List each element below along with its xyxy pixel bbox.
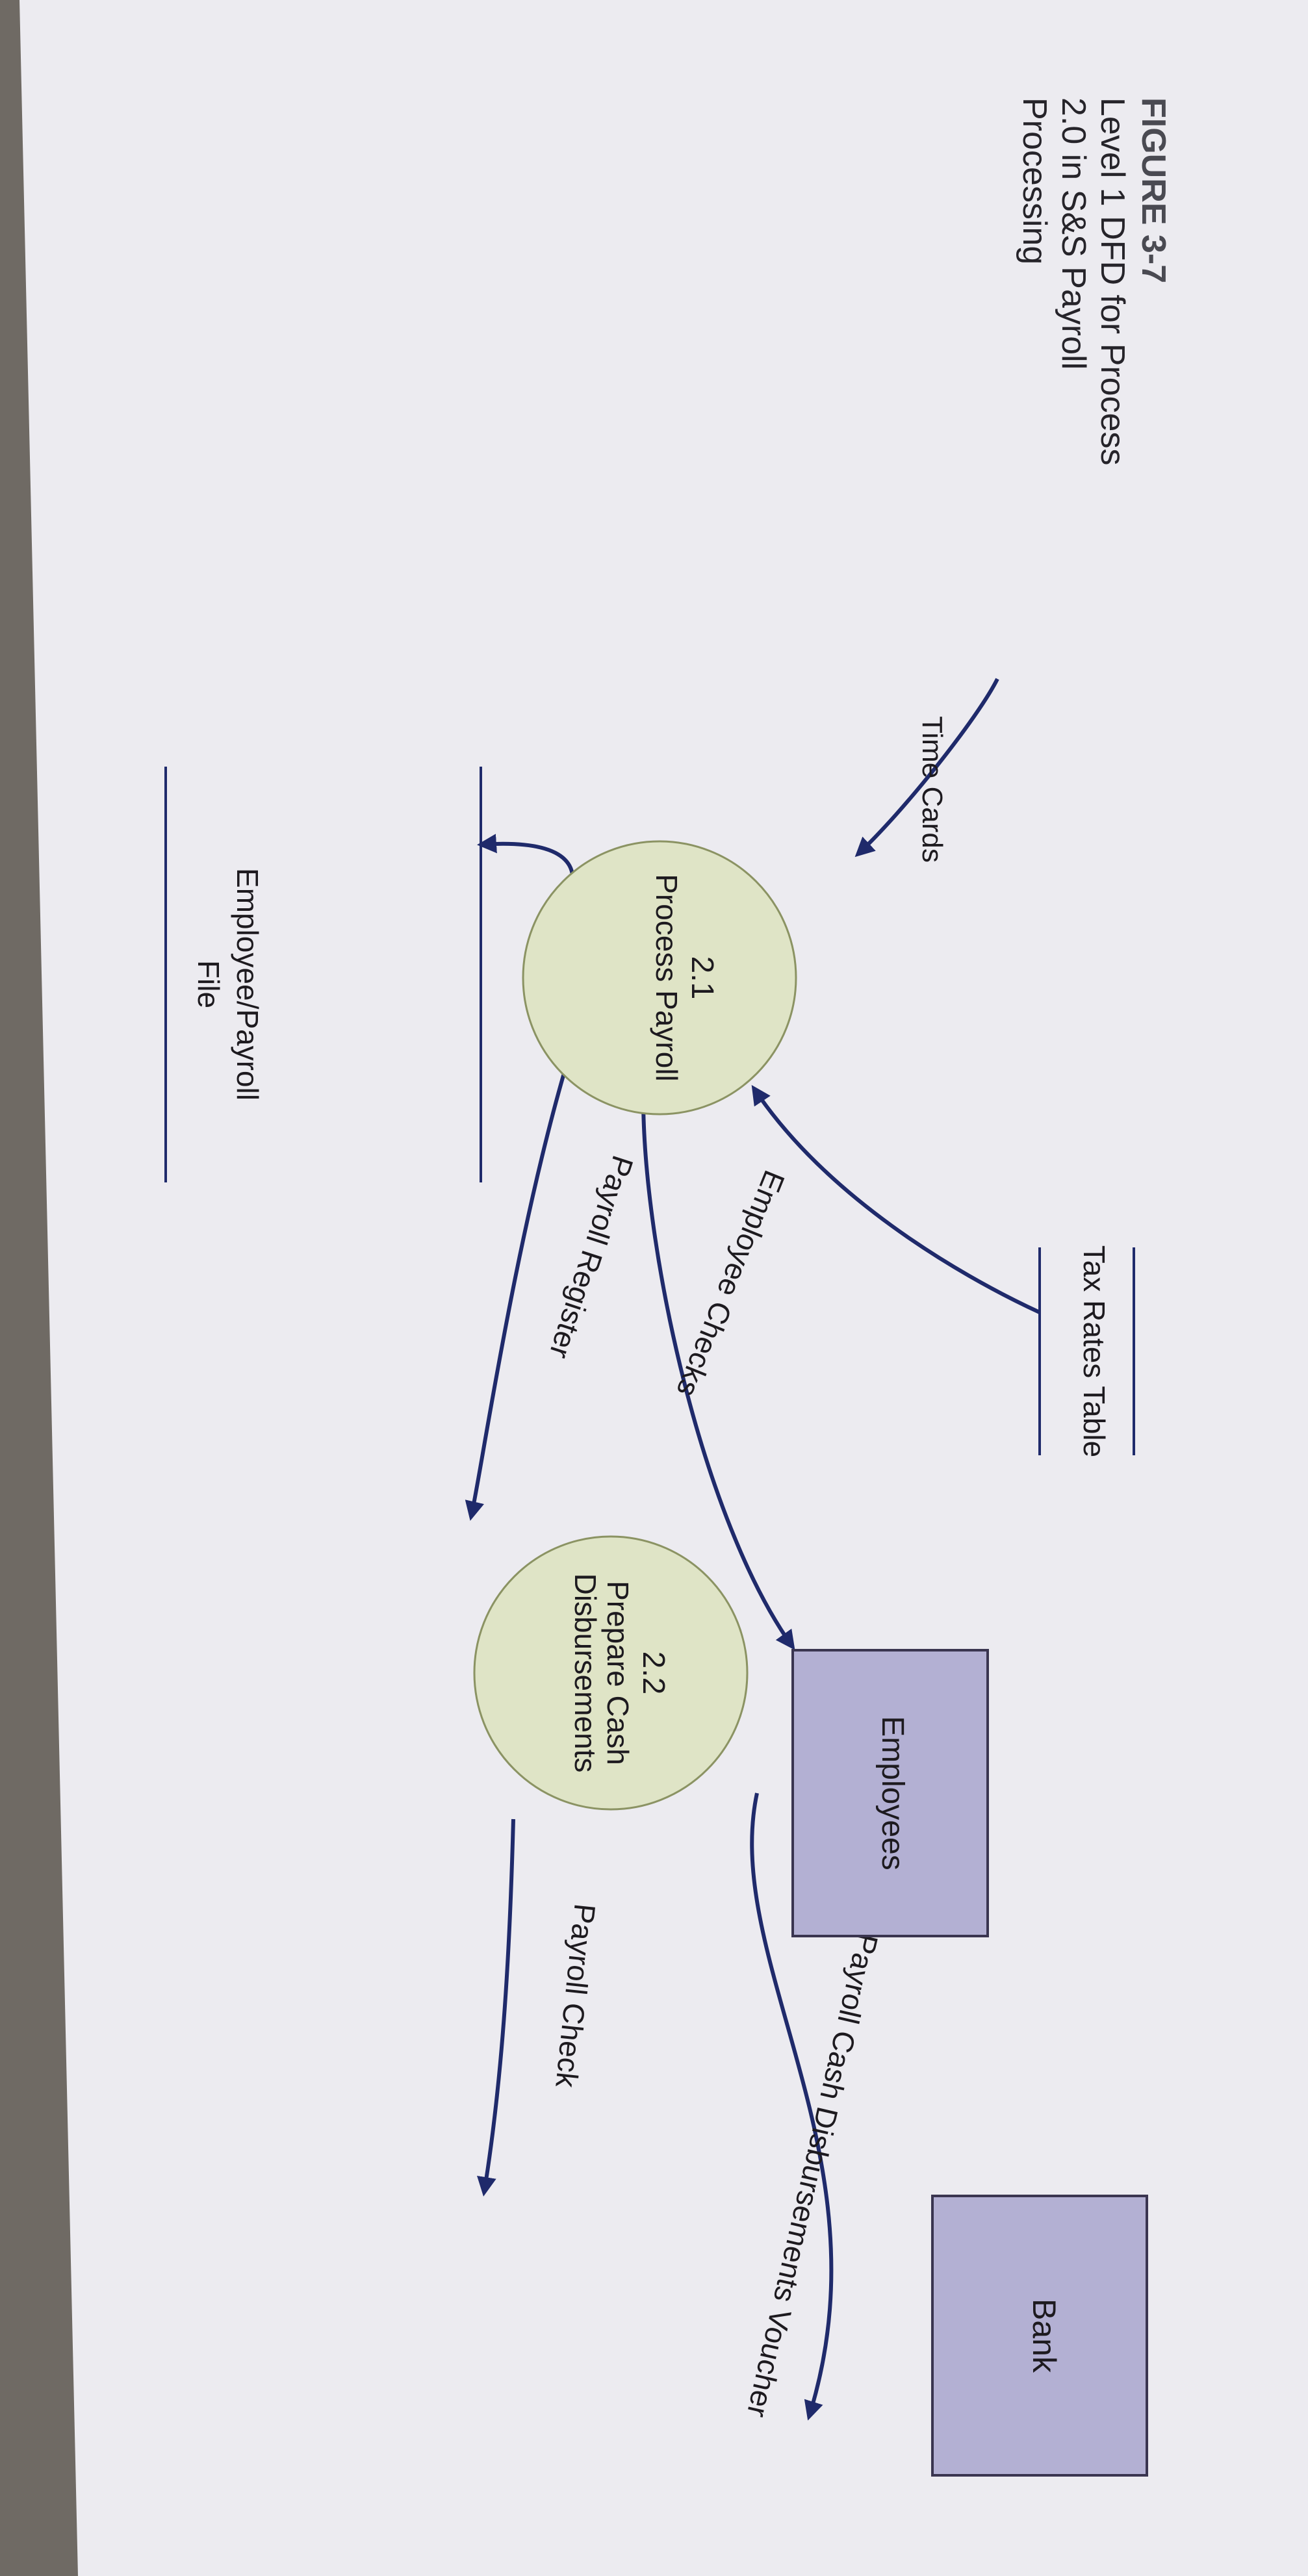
flow-payroll-cash-disbursements-voucher <box>750 1792 834 2421</box>
employee-payroll-label-line-2: File <box>192 960 225 1008</box>
flow-employee-checks <box>641 1097 795 1650</box>
flow-payroll-check <box>477 1818 515 2197</box>
employee-payroll-label-line-1: Employee/Payroll <box>231 868 264 1101</box>
entity-employees-label: Employees <box>875 1716 910 1870</box>
process-2-2-name-line-1: Prepare Cash <box>601 1581 635 1765</box>
process-2-2-number: 2.2 <box>636 1651 671 1695</box>
label-time-cards: Time Cards <box>916 716 948 863</box>
process-2-1: 2.1 Process Payroll <box>522 840 797 1116</box>
process-2-2: 2.2 Prepare Cash Disbursements <box>473 1535 749 1811</box>
entity-bank-box <box>931 2195 1148 2477</box>
entity-employees: Employees <box>791 1649 989 1937</box>
flow-tax-rates <box>751 1085 1041 1314</box>
process-2-1-bubble <box>522 840 797 1116</box>
figure-caption-line-2: 2.0 in S&S Payroll <box>1055 97 1092 370</box>
flow-time-cards <box>854 678 999 858</box>
entity-bank-label: Bank <box>1026 2299 1062 2373</box>
process-2-2-bubble <box>473 1535 749 1811</box>
figure-caption-line-3: Processing <box>1016 97 1053 264</box>
figure-title: FIGURE 3-7 <box>1135 97 1172 283</box>
process-2-1-number: 2.1 <box>685 956 719 1000</box>
data-store-tax-rates-table: Tax Rates Table <box>1038 1245 1135 1457</box>
entity-employees-box <box>791 1649 989 1937</box>
process-2-1-name: Process Payroll <box>650 874 684 1082</box>
process-2-2-name-line-2: Disbursements <box>569 1574 602 1773</box>
figure-caption-line-1: Level 1 DFD for Process <box>1094 97 1131 465</box>
entity-bank: Bank <box>931 2195 1148 2477</box>
tax-rates-label: Tax Rates Table <box>1077 1245 1111 1457</box>
flow-payroll-register <box>465 1068 567 1521</box>
